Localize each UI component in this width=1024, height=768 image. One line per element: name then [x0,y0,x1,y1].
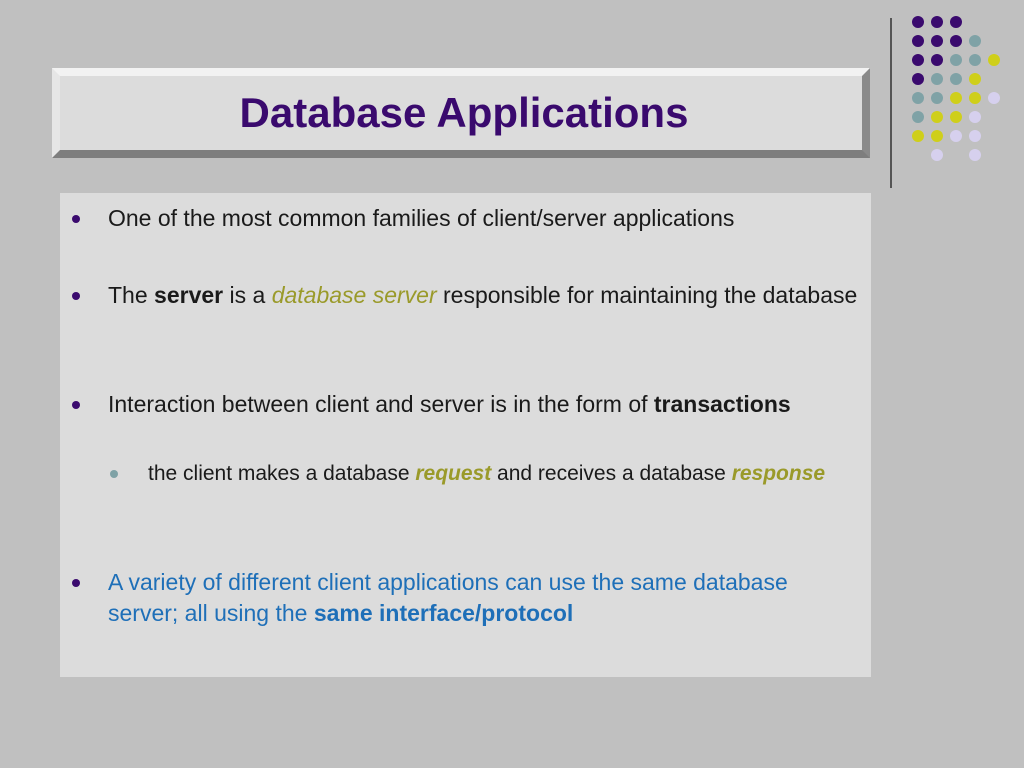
sub-bullet-dot-icon [110,470,118,478]
bullet-2-italic: database server [271,282,437,308]
content-area: One of the most common families of clien… [60,193,871,677]
bullet-1-text: One of the most common families of clien… [108,205,735,231]
bullet-4: A variety of different client applicatio… [72,567,858,629]
bullet-dot-icon [72,292,80,300]
bullet-dot-icon [72,215,80,223]
bullet-2-bold: server [154,282,224,308]
bullet-3-pre: Interaction between client and server is… [108,391,654,417]
bullet-dot-icon [72,579,80,587]
slide-title: Database Applications [239,89,689,136]
sub-bullet-pre: the client makes a database [148,462,416,485]
bullet-4-pre: A variety of different client applicatio… [108,569,788,626]
bullet-2-post: responsible for maintaining the database [436,282,858,308]
bullet-1: One of the most common families of clien… [72,203,858,234]
sub-bullet-response: response [731,462,826,485]
bullet-2-mid: is a [223,282,272,308]
bullet-dot-icon [72,401,80,409]
sub-bullet-request: request [415,462,492,485]
bullet-3-bold: transactions [653,391,791,417]
vertical-divider-line [890,18,892,188]
sub-bullet-1: the client makes a database request and … [110,459,858,489]
bullet-4-bold: same interface/protocol [313,600,574,626]
bullet-2: The server is a database server responsi… [72,280,858,311]
bullet-3: Interaction between client and server is… [72,389,858,420]
title-frame: Database Applications [52,68,870,158]
bullet-2-pre: The [108,282,155,308]
sub-bullet-mid: and receives a database [491,462,732,485]
